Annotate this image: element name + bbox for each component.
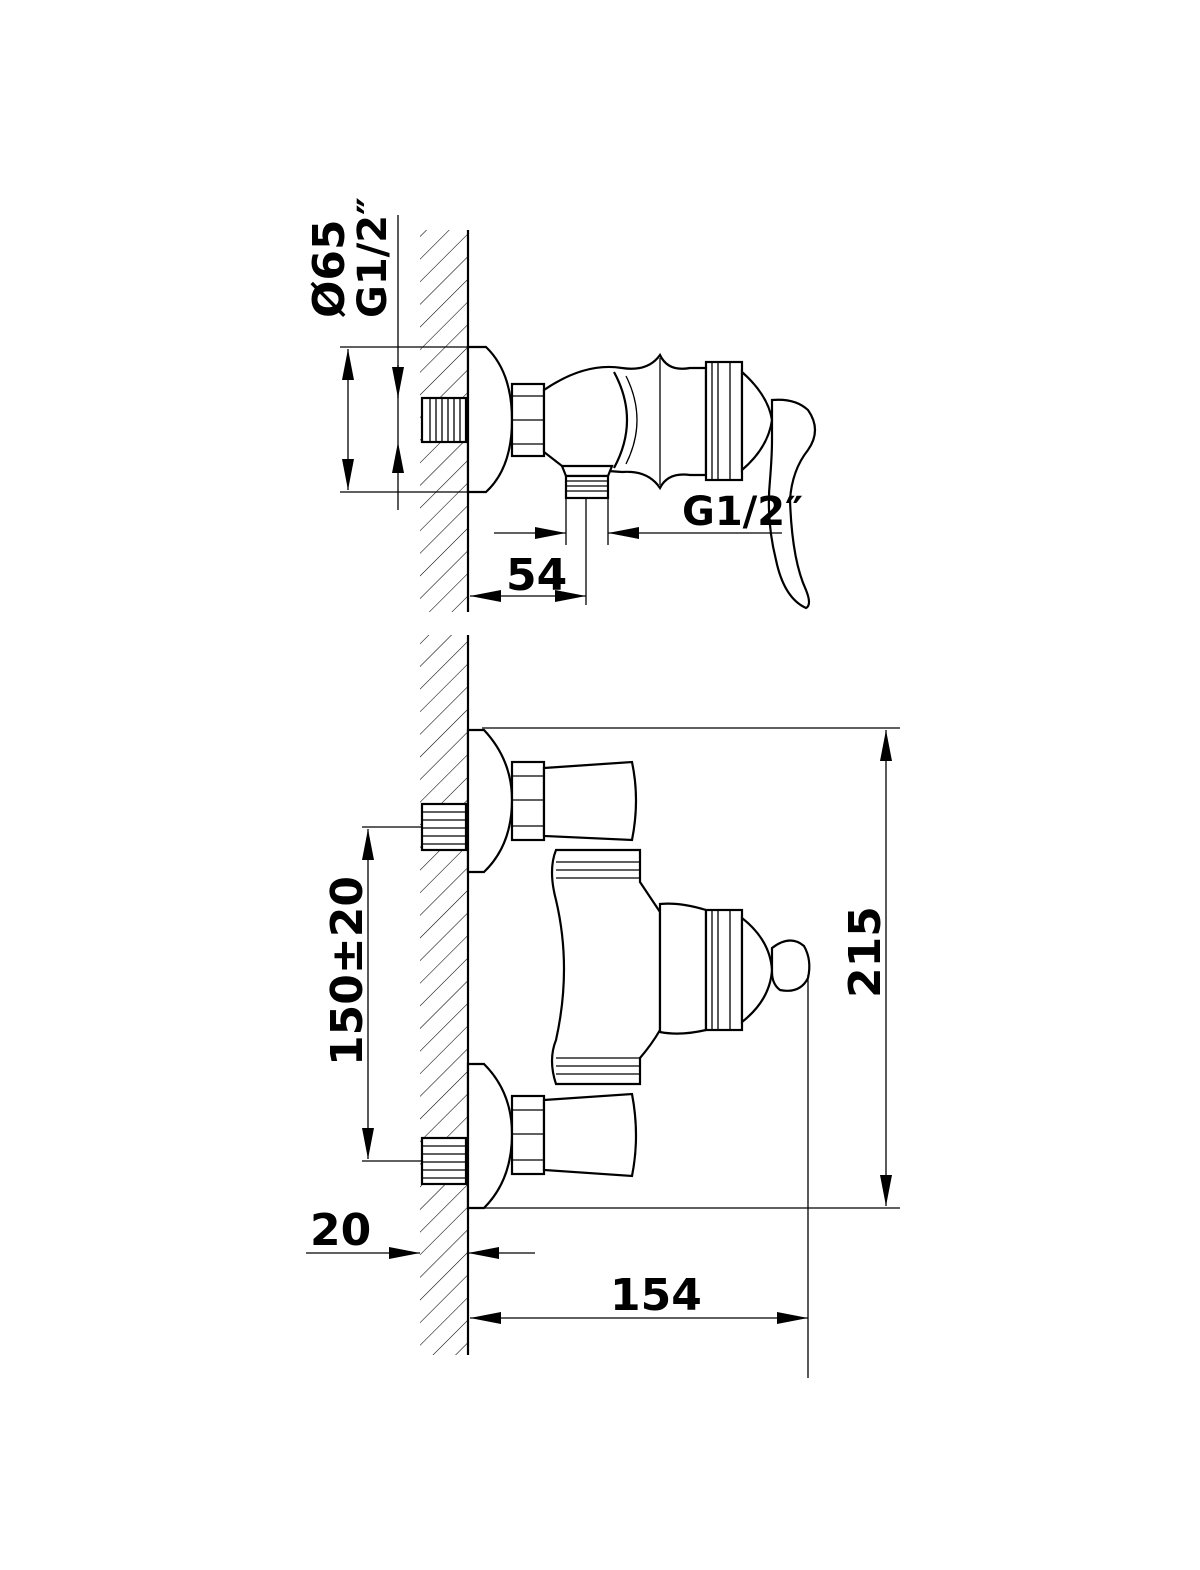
thread-top-label: G1/2″ [350,197,396,318]
arm-upper [542,760,638,842]
thread-outlet-label: G1/2″ [682,489,803,535]
outlet-thread-side [560,464,614,500]
front-view: 215 150±20 [306,635,900,1378]
thread-inlet-upper [420,802,468,852]
side-view: Ø65 G1/2″ [304,197,817,612]
hex-nut-lower [510,1094,546,1176]
hex-nut-side [510,382,546,458]
wall-label: 20 [310,1205,371,1256]
lever-handle-front [770,939,811,992]
thread-inlet-side [420,396,468,444]
spacing-label: 150±20 [322,876,373,1066]
escutcheon-side [466,345,514,494]
bonnet-front [658,902,774,1035]
depth-label: 154 [610,1270,702,1321]
lever-handle-side [767,398,817,610]
bonnet-rings-side [704,360,774,482]
hex-nut-upper [510,760,546,842]
valve-body-front [550,848,662,1086]
dia-label: Ø65 [304,219,355,318]
height-label: 215 [840,906,891,998]
wall-hatch-bottom [420,635,468,1355]
arm-lower [542,1092,638,1178]
thread-inlet-lower [420,1136,468,1186]
escutcheon-upper [466,728,514,874]
offset-label: 54 [506,550,567,601]
escutcheon-lower [466,1062,514,1210]
